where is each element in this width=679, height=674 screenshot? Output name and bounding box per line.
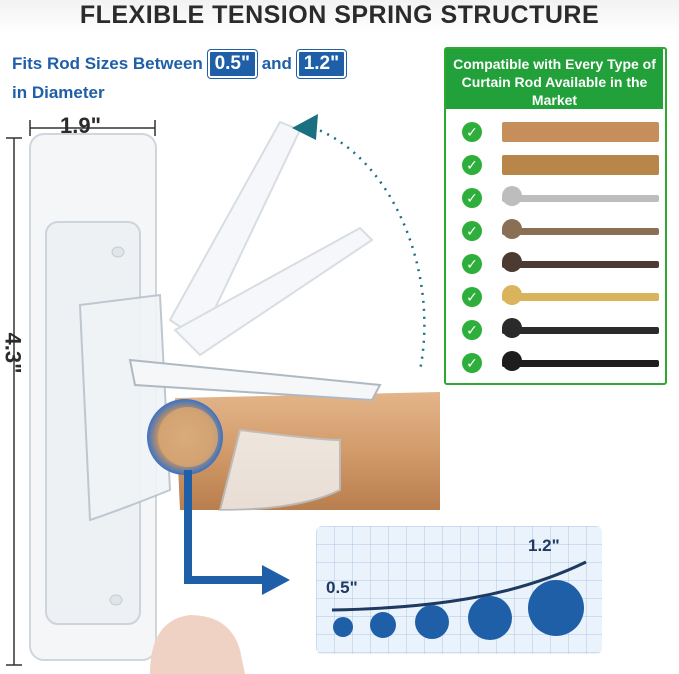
check-icon: ✓ bbox=[462, 254, 482, 274]
graph-min-label: 0.5" bbox=[326, 578, 358, 597]
growth-curve bbox=[331, 560, 587, 612]
height-label: 4.3" bbox=[0, 332, 26, 374]
check-icon: ✓ bbox=[462, 122, 482, 142]
fit-and: and bbox=[261, 54, 292, 73]
title-band bbox=[0, 0, 679, 34]
size-dot bbox=[333, 617, 353, 637]
rod-row: ✓ bbox=[458, 118, 663, 151]
size-graph-drawing bbox=[331, 560, 587, 640]
product-illustration bbox=[6, 114, 440, 674]
check-icon: ✓ bbox=[462, 155, 482, 175]
size-dot bbox=[415, 605, 449, 639]
size-dot bbox=[370, 612, 396, 638]
size-dot bbox=[528, 580, 584, 636]
max-size-badge: 1.2" bbox=[296, 50, 347, 78]
rod-list: ✓ ✓ ✓ ✓ ✓ ✓ ✓ ✓ bbox=[458, 118, 663, 382]
gold-rod bbox=[502, 293, 659, 301]
finial-icon bbox=[502, 351, 522, 371]
rod-row: ✓ bbox=[458, 316, 663, 349]
compatibility-header bbox=[446, 49, 663, 109]
rod-row: ✓ bbox=[458, 217, 663, 250]
check-icon: ✓ bbox=[462, 287, 482, 307]
rod-row: ✓ bbox=[458, 349, 663, 382]
min-size-badge: 0.5" bbox=[207, 50, 257, 78]
check-icon: ✓ bbox=[462, 188, 482, 208]
finial-icon bbox=[502, 285, 522, 305]
nickel-rod bbox=[502, 194, 659, 202]
check-icon: ✓ bbox=[462, 221, 482, 241]
finial-icon bbox=[502, 219, 522, 239]
spring-arm bbox=[128, 358, 382, 402]
finial-icon bbox=[502, 252, 522, 272]
page-title: FLEXIBLE TENSION SPRING STRUCTURE bbox=[79, 1, 600, 29]
black-urn-rod bbox=[502, 359, 659, 367]
dark-bronze-rod bbox=[502, 260, 659, 268]
fit-prefix: Fits Rod Sizes Between bbox=[12, 54, 203, 73]
swing-arm-ghosts bbox=[168, 120, 374, 357]
width-dimension bbox=[29, 120, 156, 136]
finial-icon bbox=[502, 186, 522, 206]
rod-row: ✓ bbox=[458, 250, 663, 283]
wood-rod bbox=[502, 122, 659, 142]
width-label: 1.9" bbox=[60, 113, 102, 138]
rod-row: ✓ bbox=[458, 151, 663, 184]
height-dimension bbox=[6, 137, 22, 666]
blue-arrow bbox=[262, 565, 290, 595]
compatibility-heading: Compatible with Every Type of Curtain Ro… bbox=[453, 56, 656, 108]
fit-suffix: in Diameter bbox=[12, 83, 105, 102]
graph-max-label: 1.2" bbox=[528, 536, 560, 555]
bronze-rod bbox=[502, 227, 659, 235]
check-icon: ✓ bbox=[462, 320, 482, 340]
finial-icon bbox=[502, 318, 522, 338]
rod-row: ✓ bbox=[458, 184, 663, 217]
finger bbox=[150, 615, 245, 674]
fit-description: Fits Rod Sizes Between 0.5" and 1.2" bbox=[12, 50, 347, 78]
size-dot bbox=[468, 596, 512, 640]
rod-row: ✓ bbox=[458, 283, 663, 316]
bamboo-rod bbox=[502, 155, 659, 175]
check-icon: ✓ bbox=[462, 353, 482, 373]
rotation-arrowhead bbox=[292, 114, 318, 140]
black-ball-rod bbox=[502, 326, 659, 334]
